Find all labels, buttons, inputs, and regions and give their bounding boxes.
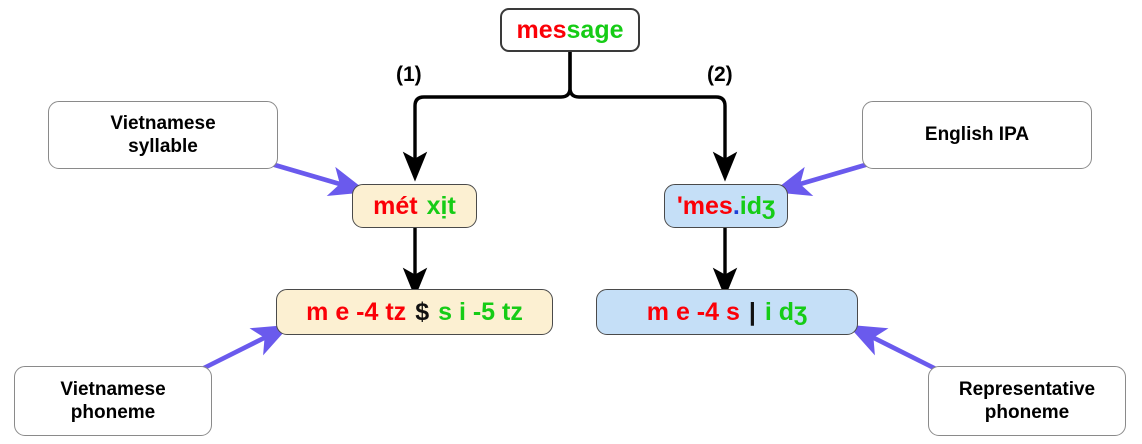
callout-arrow-representative-phoneme bbox=[847, 324, 940, 373]
node-representative-phoneme[interactable]: m e -4 s | i dʒ bbox=[596, 289, 858, 335]
node-vietnamese-phoneme[interactable]: m e -4 tz $ s i -5 tz bbox=[276, 289, 553, 335]
vi-phoneme-part-2: s i -5 tz bbox=[438, 297, 523, 326]
callout-arrow-vietnamese-syllable bbox=[267, 160, 368, 197]
en-phoneme-part-1: m e -4 s bbox=[646, 297, 740, 326]
callout-representative-phoneme-line1: Representative bbox=[958, 378, 1096, 400]
en-phoneme-part-2: i dʒ bbox=[764, 297, 808, 326]
callout-english-ipa-line1: English IPA bbox=[924, 124, 1030, 146]
vi-syllable-part-2: xịt bbox=[426, 191, 456, 220]
callout-arrow-english-ipa bbox=[772, 160, 873, 197]
callout-vietnamese-syllable-line2: syllable bbox=[128, 136, 198, 157]
branch-label-1: (1) bbox=[396, 63, 422, 86]
callout-vietnamese-phoneme[interactable]: Vietnamese phoneme bbox=[14, 366, 212, 436]
callout-representative-phoneme-line2: phoneme bbox=[984, 402, 1070, 423]
vi-phoneme-separator: $ bbox=[415, 297, 430, 326]
en-ipa-part-1: 'mes bbox=[676, 191, 733, 220]
branch-connector-tree bbox=[402, 52, 738, 182]
callout-vietnamese-syllable-line1: Vietnamese bbox=[110, 112, 216, 134]
callout-arrow-vietnamese-phoneme bbox=[198, 324, 291, 373]
node-message-part-2: sage bbox=[566, 15, 624, 44]
node-english-ipa[interactable]: 'mes.idʒ bbox=[664, 184, 788, 228]
vi-phoneme-part-1: m e -4 tz bbox=[306, 297, 407, 326]
vi-syllable-part-1: mét bbox=[373, 191, 418, 220]
callout-vietnamese-syllable[interactable]: Vietnamese syllable bbox=[48, 101, 278, 169]
node-message-part-1: mes bbox=[516, 15, 567, 44]
callout-vietnamese-phoneme-line1: Vietnamese bbox=[60, 378, 166, 400]
en-phoneme-separator: | bbox=[748, 297, 756, 326]
callout-vietnamese-phoneme-line2: phoneme bbox=[70, 402, 156, 423]
callout-english-ipa[interactable]: English IPA bbox=[862, 101, 1092, 169]
callout-representative-phoneme[interactable]: Representative phoneme bbox=[928, 366, 1126, 436]
en-ipa-part-2: . bbox=[732, 191, 740, 220]
branch-label-2: (2) bbox=[707, 63, 733, 86]
en-ipa-part-3: idʒ bbox=[739, 191, 776, 220]
